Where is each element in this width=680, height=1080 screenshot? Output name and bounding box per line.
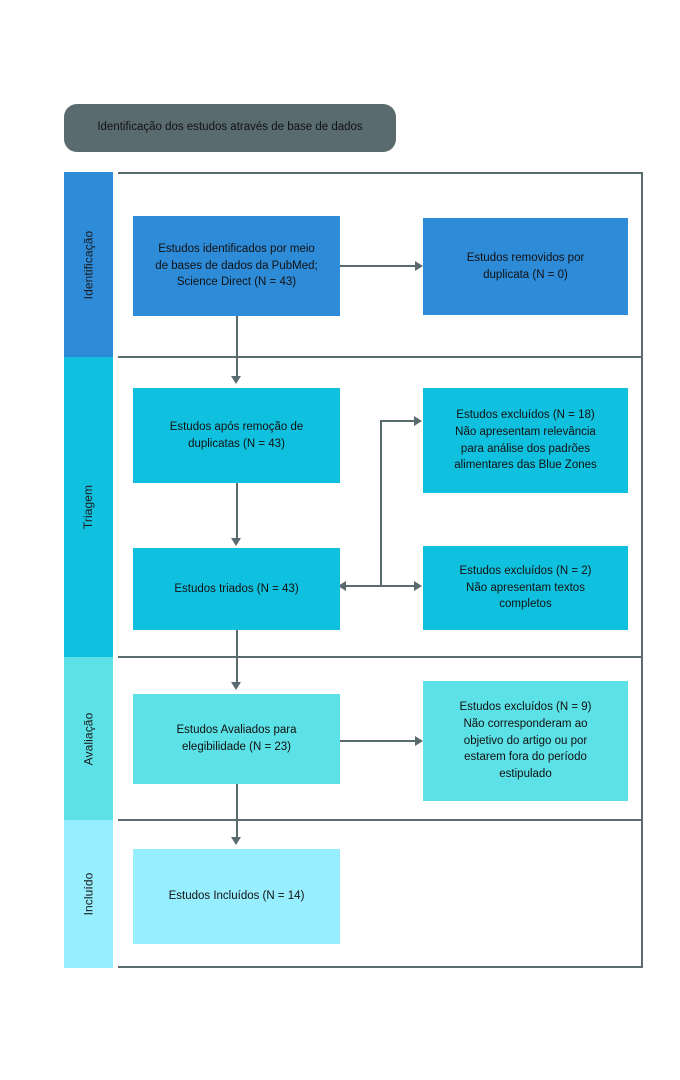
stage-label-avaliacao: Avaliação	[81, 712, 96, 765]
connector-identified-to-removed	[340, 265, 416, 267]
box-studies-after-duplicates: Estudos após remoção de duplicatas (N = …	[133, 388, 340, 483]
arrow-down-icon	[231, 682, 241, 690]
stage-label-incluido: Incluído	[81, 872, 96, 916]
stage-separator-2	[118, 656, 643, 658]
stage-label-identificacao: Identificação	[81, 230, 96, 299]
arrow-right-icon	[415, 261, 423, 271]
arrow-right-icon	[414, 581, 422, 591]
stage-band-identificacao: Identificação	[64, 172, 113, 357]
connector-afterdup-to-screened	[236, 483, 238, 540]
arrow-right-icon	[414, 416, 422, 426]
connector-screened-to-excluded-2	[340, 585, 416, 587]
box-studies-excluded-not-relevant-text: Estudos excluídos (N = 18) Não apresenta…	[454, 409, 597, 472]
box-studies-identified: Estudos identificados por meio de bases …	[133, 216, 340, 316]
box-studies-identified-text: Estudos identificados por meio de bases …	[155, 242, 318, 289]
connector-exclusion-bracket-spine	[380, 420, 382, 586]
diagram-title-pill: Identificação dos estudos através de bas…	[64, 104, 396, 152]
box-studies-excluded-off-objective-text: Estudos excluídos (N = 9) Não correspond…	[459, 701, 592, 780]
box-studies-excluded-not-relevant: Estudos excluídos (N = 18) Não apresenta…	[423, 388, 628, 493]
box-studies-removed-duplicates-text: Estudos removidos por duplicata (N = 0)	[466, 251, 585, 281]
box-studies-after-duplicates-text: Estudos após remoção de duplicatas (N = …	[169, 420, 304, 450]
stage-band-triagem: Triagem	[64, 357, 113, 657]
stage-label-triagem: Triagem	[81, 484, 96, 530]
diagram-title-text: Identificação dos estudos através de bas…	[97, 121, 363, 134]
stage-band-avaliacao: Avaliação	[64, 657, 113, 820]
stage-separator-3	[118, 819, 643, 821]
arrow-down-icon	[231, 837, 241, 845]
box-studies-included: Estudos Incluídos (N = 14)	[133, 849, 340, 944]
connector-eligible-to-included	[236, 784, 238, 839]
box-studies-screened-text: Estudos triados (N = 43)	[174, 582, 299, 595]
stage-separator-1	[118, 356, 643, 358]
box-studies-removed-duplicates: Estudos removidos por duplicata (N = 0)	[423, 218, 628, 315]
box-studies-excluded-no-fulltext-text: Estudos excluídos (N = 2) Não apresentam…	[459, 564, 592, 611]
diagram-frame-border	[118, 172, 643, 968]
connector-identified-to-afterdup	[236, 316, 238, 378]
arrow-down-icon	[231, 376, 241, 384]
arrow-left-icon	[338, 581, 346, 591]
stage-band-incluido: Incluído	[64, 820, 113, 968]
arrow-down-icon	[231, 538, 241, 546]
box-studies-included-text: Estudos Incluídos (N = 14)	[168, 890, 305, 903]
box-studies-screened: Estudos triados (N = 43)	[133, 548, 340, 630]
box-studies-excluded-no-fulltext: Estudos excluídos (N = 2) Não apresentam…	[423, 546, 628, 630]
box-studies-eligibility-text: Estudos Avaliados para elegibilidade (N …	[176, 724, 297, 753]
arrow-right-icon	[415, 736, 423, 746]
connector-eligible-to-excluded-9	[340, 740, 416, 742]
box-studies-excluded-off-objective: Estudos excluídos (N = 9) Não correspond…	[423, 681, 628, 801]
box-studies-eligibility: Estudos Avaliados para elegibilidade (N …	[133, 694, 340, 784]
connector-bracket-to-excluded-18	[380, 420, 416, 422]
connector-screened-to-eligible	[236, 630, 238, 684]
